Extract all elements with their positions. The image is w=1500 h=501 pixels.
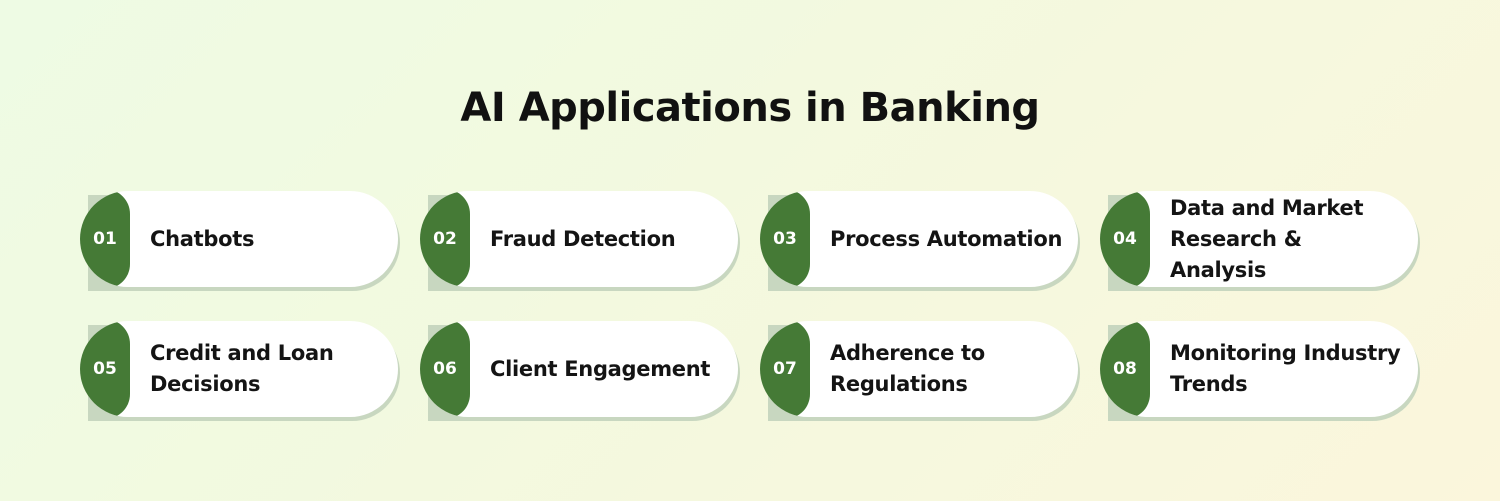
card-body: 02 Fraud Detection <box>420 191 738 287</box>
application-card-08: 08 Monitoring Industry Trends <box>1100 321 1420 421</box>
item-label: Fraud Detection <box>490 226 676 251</box>
application-card-01: 01 Chatbots <box>80 191 400 291</box>
item-label: Data and Market Research & Analysis <box>1170 195 1364 282</box>
application-card-02: 02 Fraud Detection <box>420 191 740 291</box>
item-label: Monitoring Industry Trends <box>1170 341 1401 396</box>
item-number-badge: 03 <box>760 191 810 287</box>
item-label: Chatbots <box>150 226 255 251</box>
card-body: 01 Chatbots <box>80 191 398 287</box>
item-label: Process Automation <box>830 226 1063 251</box>
application-card-03: 03 Process Automation <box>760 191 1080 291</box>
application-card-07: 07 Adherence to Regulations <box>760 321 1080 421</box>
application-card-05: 05 Credit and Loan Decisions <box>80 321 400 421</box>
item-label: Client Engagement <box>490 356 711 381</box>
item-label: Credit and Loan Decisions <box>150 341 334 396</box>
applications-grid: 01 Chatbots 02 Fraud Detection 03 Proces… <box>80 191 1420 421</box>
application-card-06: 06 Client Engagement <box>420 321 740 421</box>
card-body: 04 Data and Market Research & Analysis <box>1100 191 1418 287</box>
card-body: 08 Monitoring Industry Trends <box>1100 321 1418 417</box>
card-body: 03 Process Automation <box>760 191 1078 287</box>
item-label: Adherence to Regulations <box>830 341 985 396</box>
page-title: AI Applications in Banking <box>460 85 1040 131</box>
application-card-04: 04 Data and Market Research & Analysis <box>1100 191 1420 291</box>
card-body: 06 Client Engagement <box>420 321 738 417</box>
card-body: 05 Credit and Loan Decisions <box>80 321 398 417</box>
card-body: 07 Adherence to Regulations <box>760 321 1078 417</box>
